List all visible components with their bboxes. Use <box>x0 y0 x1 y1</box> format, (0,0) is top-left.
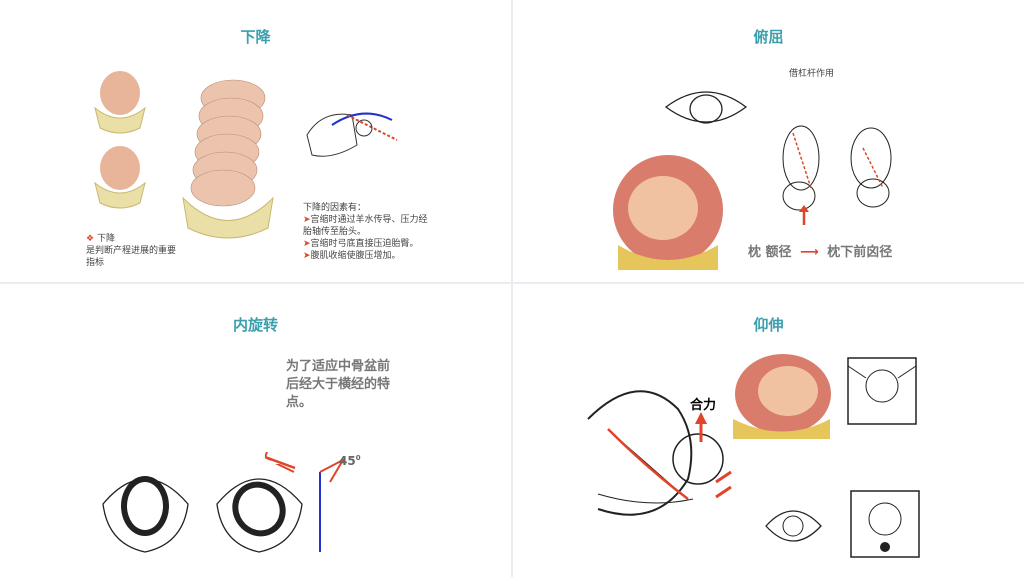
pelvis-rotation-sketch-2 <box>216 464 303 553</box>
factors-title: 下降的因素有： <box>303 203 367 213</box>
slide-descent[interactable]: 下降 ❖ 下降 是判断产程进展的重要指标 下降的因素有： ➤宫缩时通过羊水传导、… <box>0 0 511 282</box>
resultant-force-label: 合力 <box>690 398 717 413</box>
crowning-view-1 <box>847 357 917 425</box>
force-arrows-icon <box>695 412 732 499</box>
slide-extension[interactable]: 仰伸 合力 <box>513 284 1024 577</box>
note-bullet: ❖ <box>86 234 95 244</box>
right-arrow-icon: ⟶ <box>800 245 819 260</box>
to-diameter: 枕下前囟径 <box>827 245 893 260</box>
diameter-change: 枕 额径 ⟶ 枕下前囟径 <box>748 241 892 260</box>
fetal-descent-sequence-illustration <box>182 79 274 239</box>
slide-flexion[interactable]: 俯屈 借杠杆作用 枕 额径 ⟶ 枕下前囟径 <box>513 0 1024 282</box>
crowning-view-3 <box>850 490 920 558</box>
factor-item: ➤腹肌收缩使腹压增加。 <box>303 251 401 261</box>
slide-title: 俯屈 <box>753 28 784 46</box>
pelvis-diagram <box>306 112 398 157</box>
slide-internal-rotation[interactable]: 内旋转 为了适应中骨盆前后经大于横经的特点。 450 <box>0 284 511 577</box>
from-diameter: 枕 额径 <box>748 245 792 260</box>
factor-item: ➤宫缩时通过羊水传导、压力经胎轴传至胎头。 <box>303 215 428 237</box>
fetal-pelvis-illustration-small <box>94 71 146 209</box>
rotation-angle-marker <box>265 452 346 552</box>
slide-title: 下降 <box>240 28 271 46</box>
up-arrow-icon <box>799 205 809 225</box>
pelvis-rotation-sketch-1 <box>102 476 189 553</box>
extension-uterus-illustration <box>733 354 831 439</box>
slide-title: 内旋转 <box>232 316 278 334</box>
sagittal-uterus-illustration <box>613 155 723 270</box>
fetal-head-flexion-sketch <box>782 125 892 211</box>
factor-item: ➤宫缩时弓底直接压迫胎臀。 <box>303 239 419 249</box>
lever-caption: 借杠杆作用 <box>789 69 835 79</box>
note-title: 下降 <box>96 234 115 244</box>
rotation-angle-label: 450 <box>339 454 361 468</box>
descent-note: ❖ 下降 是判断产程进展的重要指标 <box>86 233 178 269</box>
crowning-view-2 <box>765 510 822 542</box>
rotation-description: 为了适应中骨盆前后经大于横经的特点。 <box>286 359 391 410</box>
pelvic-inlet-outline <box>664 91 748 124</box>
descent-factors: 下降的因素有： ➤宫缩时通过羊水传导、压力经胎轴传至胎头。 ➤宫缩时弓底直接压迫… <box>303 202 433 262</box>
note-body: 是判断产程进展的重要指标 <box>86 246 177 268</box>
extension-sagittal-sketch <box>587 390 724 516</box>
slide-title: 仰伸 <box>753 316 784 334</box>
